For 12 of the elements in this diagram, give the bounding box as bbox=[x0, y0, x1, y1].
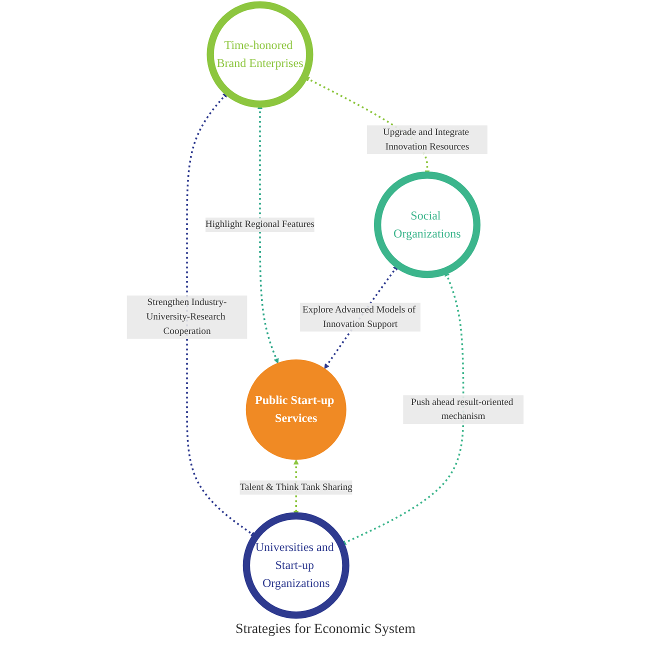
edge-label: Explore Advanced Models of Innovation Support bbox=[302, 304, 416, 330]
node-circle: Time-honored Brand Enterprises bbox=[207, 1, 314, 108]
edge-label: Strengthen Industry-University-Research Cooperation bbox=[146, 297, 228, 336]
node-circle: Public Start-up Services bbox=[246, 359, 347, 460]
node-circle: Social Organizations bbox=[374, 172, 481, 278]
edge-label: Talent & Think Tank Sharing bbox=[240, 482, 353, 492]
edge-label: Highlight Regional Features bbox=[206, 219, 315, 230]
note-text: Strategies for Economic System bbox=[235, 622, 416, 638]
edge-label: Push ahead result-oriented mechanism bbox=[411, 396, 514, 422]
node-circle: Universities and Start-up Organizations bbox=[243, 512, 350, 619]
edge-label: Upgrade and Integrate Innovation Resources bbox=[383, 127, 470, 152]
arrow bbox=[186, 92, 256, 537]
